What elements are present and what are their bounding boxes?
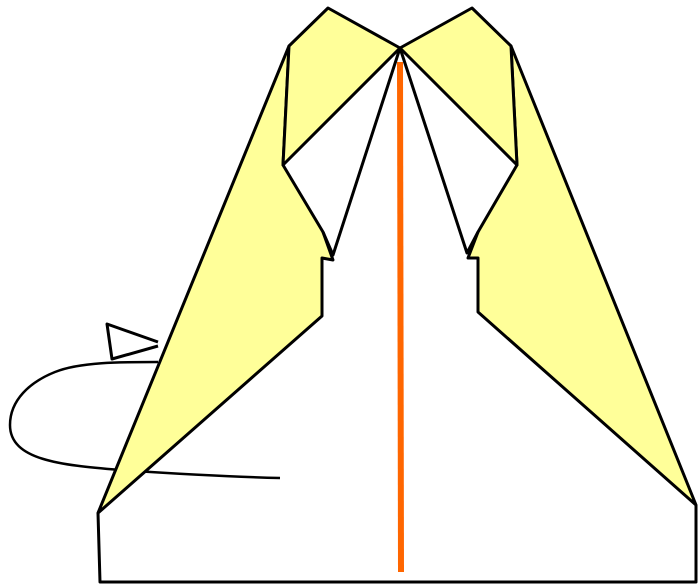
- center-crease-line: [400, 62, 401, 572]
- paper-base-outline: [98, 505, 696, 582]
- right-upper-flap: [400, 8, 517, 165]
- left-small-flap: [107, 324, 158, 359]
- left-upper-flap: [283, 8, 400, 165]
